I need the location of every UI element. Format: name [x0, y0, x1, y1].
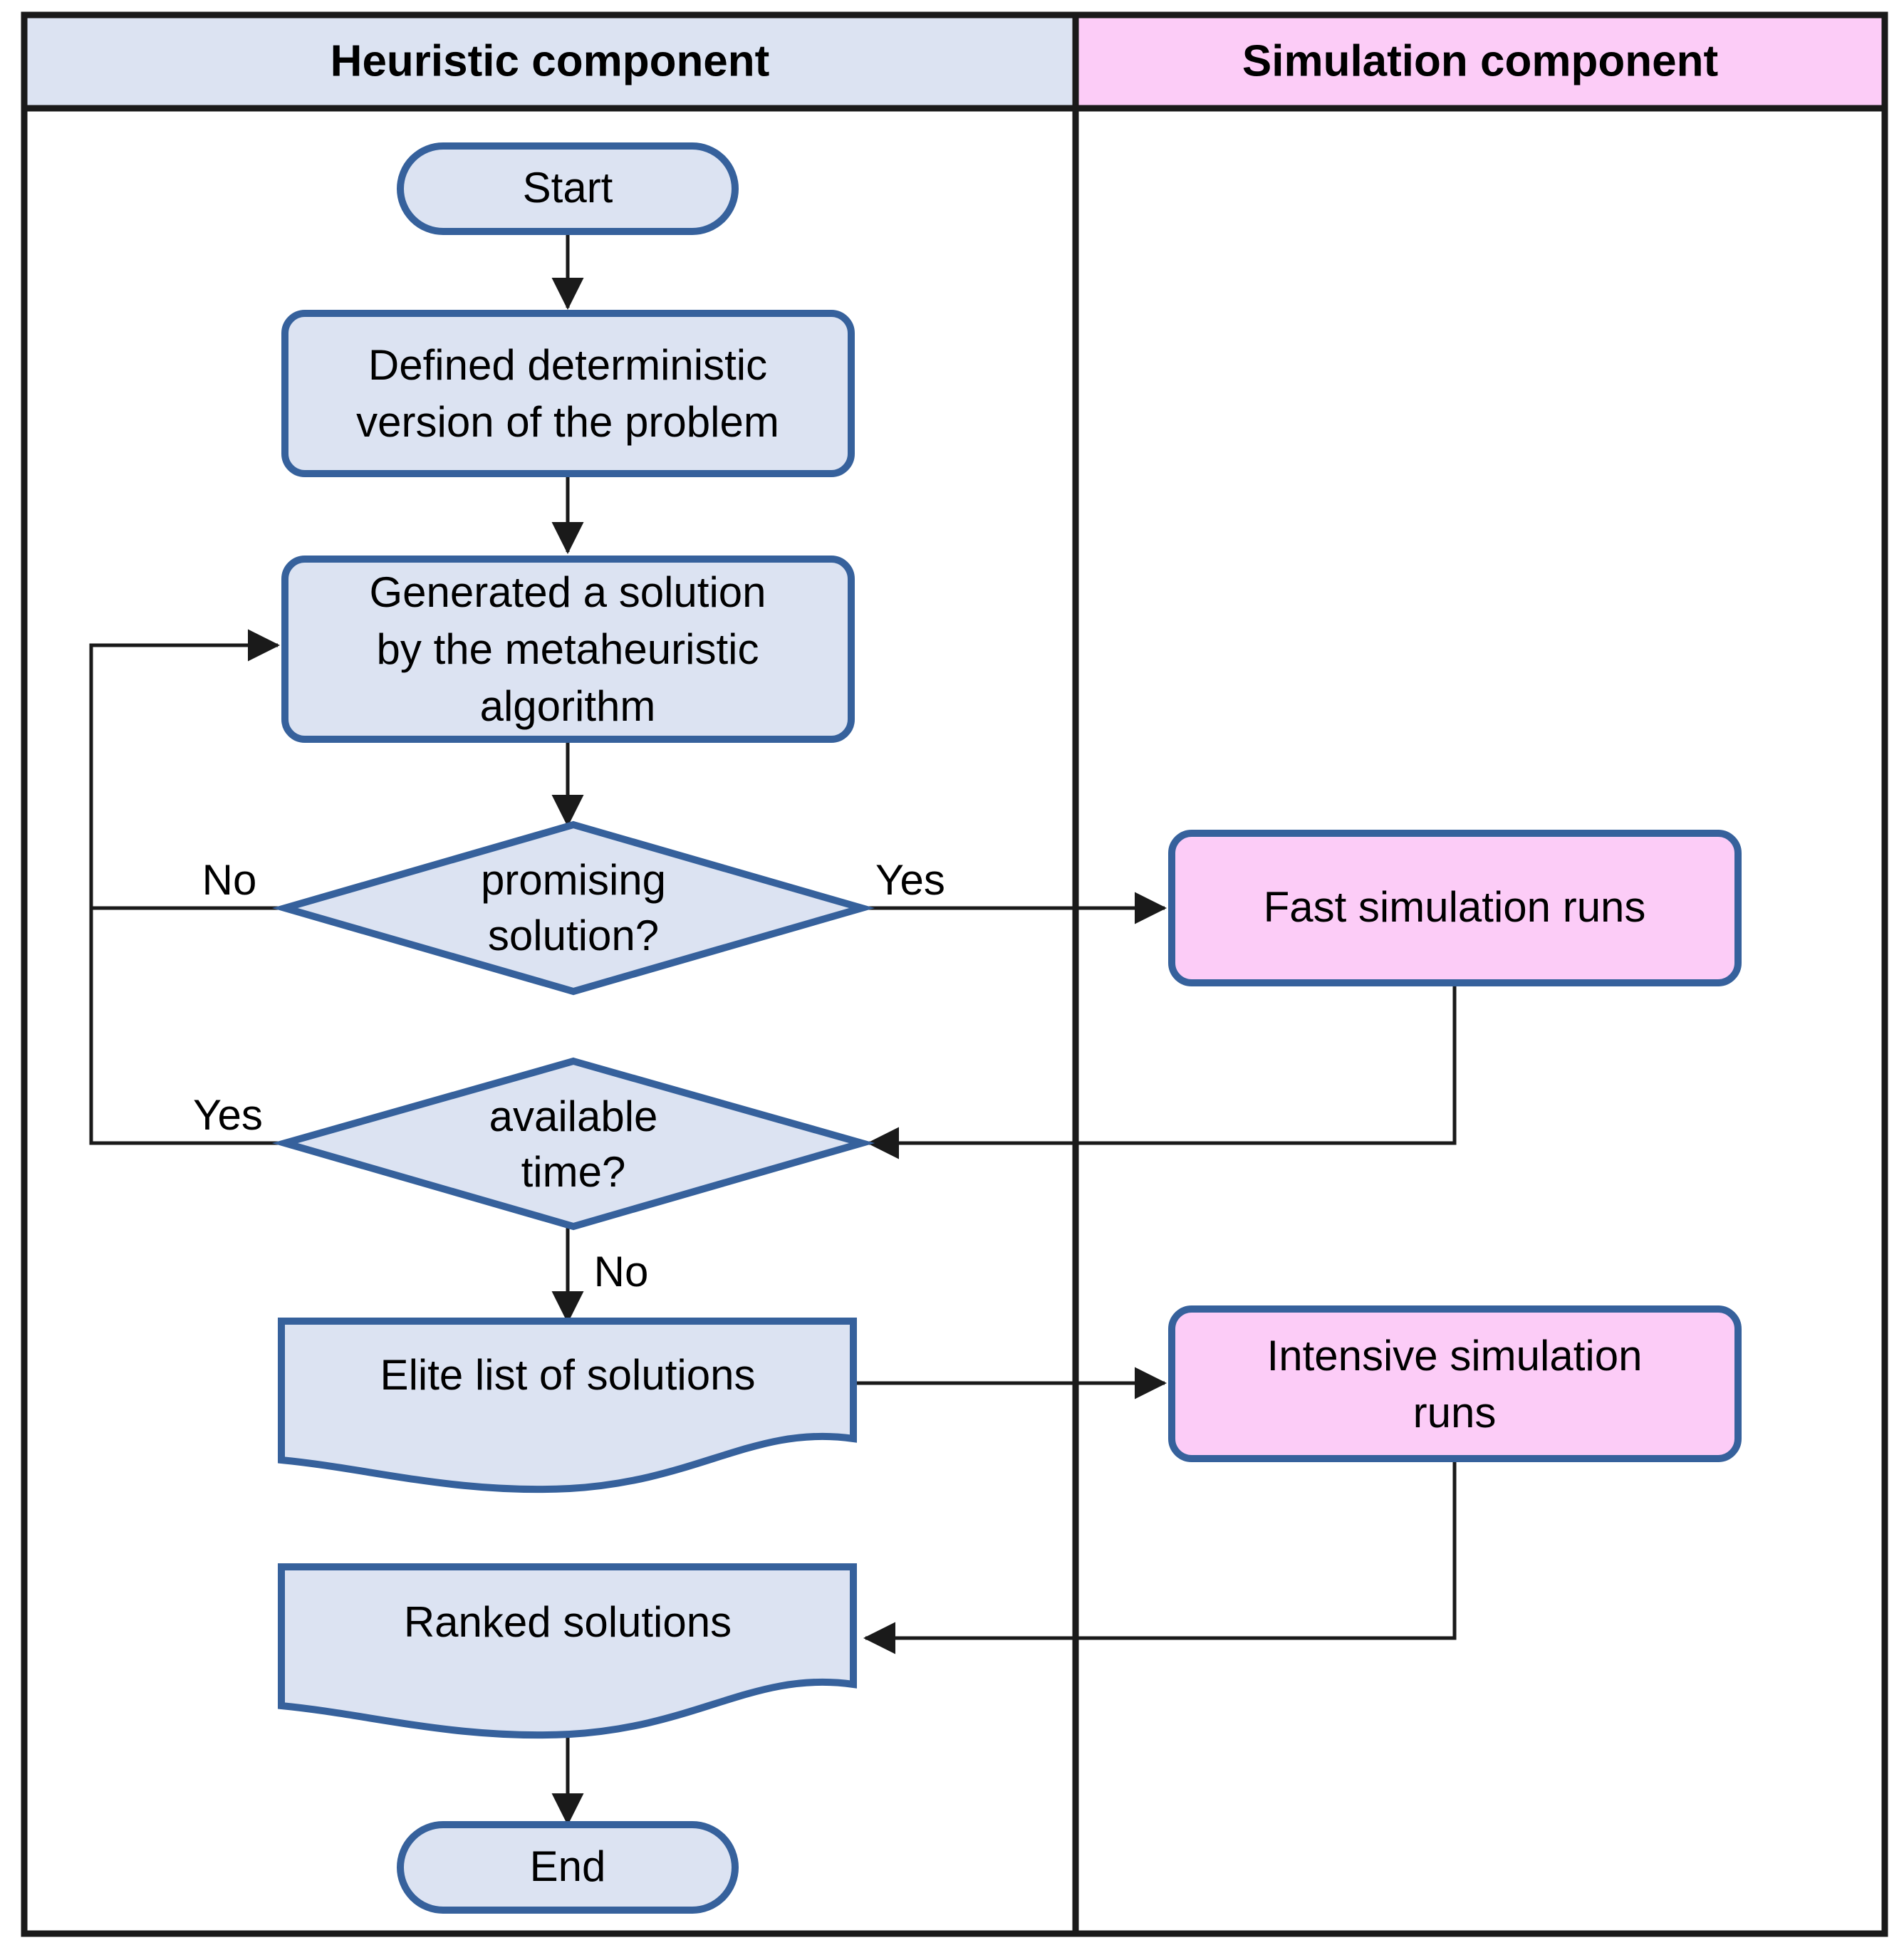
node-promising-solution[interactable]	[271, 820, 875, 996]
connectors: left rail -> Generated (loop back) --> F…	[89, 231, 1457, 1826]
end-label: End	[530, 1842, 606, 1890]
defined-problem-label-line2: version of the problem	[356, 398, 779, 446]
elite-list-label: Elite list of solutions	[380, 1351, 756, 1399]
heuristic-lane-header-band	[21, 11, 1079, 112]
heuristic-lane-title: Heuristic component	[331, 36, 770, 85]
edge-label-promising-no: No	[202, 856, 257, 904]
available-time-label-line1: available	[489, 1093, 658, 1140]
node-defined-problem[interactable]	[281, 310, 855, 477]
generated-solution-label-line1: Generated a solution	[369, 568, 766, 616]
promising-solution-label-line2: solution?	[488, 912, 659, 959]
intensive-simulation-runs-label-line1: Intensive simulation	[1267, 1332, 1643, 1380]
end-shape	[397, 1821, 739, 1914]
generated-solution-label-line3: algorithm	[480, 682, 656, 730]
edge-fastsim-to-available	[866, 983, 1457, 1159]
simulation-lane-title: Simulation component	[1242, 36, 1718, 85]
available-time-label-line2: time?	[521, 1148, 626, 1196]
start-shape	[397, 142, 739, 235]
intensive-simulation-runs-shape	[1168, 1305, 1742, 1462]
edge-intensivesim-to-ranked	[863, 1458, 1457, 1654]
elite-list-shape	[278, 1318, 857, 1493]
lane-frame	[21, 11, 1888, 1937]
fast-simulation-runs-shape	[1168, 830, 1742, 986]
node-elite-list[interactable]	[278, 1318, 857, 1493]
node-start[interactable]	[397, 142, 739, 235]
intensive-simulation-runs-label-line2: runs	[1413, 1389, 1497, 1437]
edge-label-available-no: No	[594, 1248, 649, 1295]
promising-solution-label-line1: promising	[481, 856, 666, 904]
simulation-lane-header-band	[1072, 11, 1888, 112]
node-intensive-simulation-runs[interactable]	[1168, 1305, 1742, 1462]
node-end[interactable]	[397, 1821, 739, 1914]
ranked-solutions-shape	[278, 1563, 857, 1739]
promising-solution-shape	[271, 820, 875, 996]
edge-available-yes-loopback	[89, 645, 285, 1145]
ranked-solutions-label: Ranked solutions	[404, 1598, 732, 1646]
start-label: Start	[523, 164, 613, 212]
generated-solution-label-line2: by the metaheuristic	[377, 625, 759, 673]
node-available-time[interactable]	[271, 1057, 875, 1231]
available-time-shape	[271, 1057, 875, 1231]
fast-simulation-runs-label: Fast simulation runs	[1264, 883, 1646, 931]
defined-problem-shape	[281, 310, 855, 477]
node-fast-simulation-runs[interactable]	[1168, 830, 1742, 986]
node-generated-solution[interactable]	[281, 556, 855, 743]
edge-label-promising-yes: Yes	[875, 856, 945, 904]
node-ranked-solutions[interactable]	[278, 1563, 857, 1739]
generated-solution-shape	[281, 556, 855, 743]
defined-problem-label-line1: Defined deterministic	[368, 341, 767, 389]
edge-label-available-yes: Yes	[193, 1091, 263, 1139]
